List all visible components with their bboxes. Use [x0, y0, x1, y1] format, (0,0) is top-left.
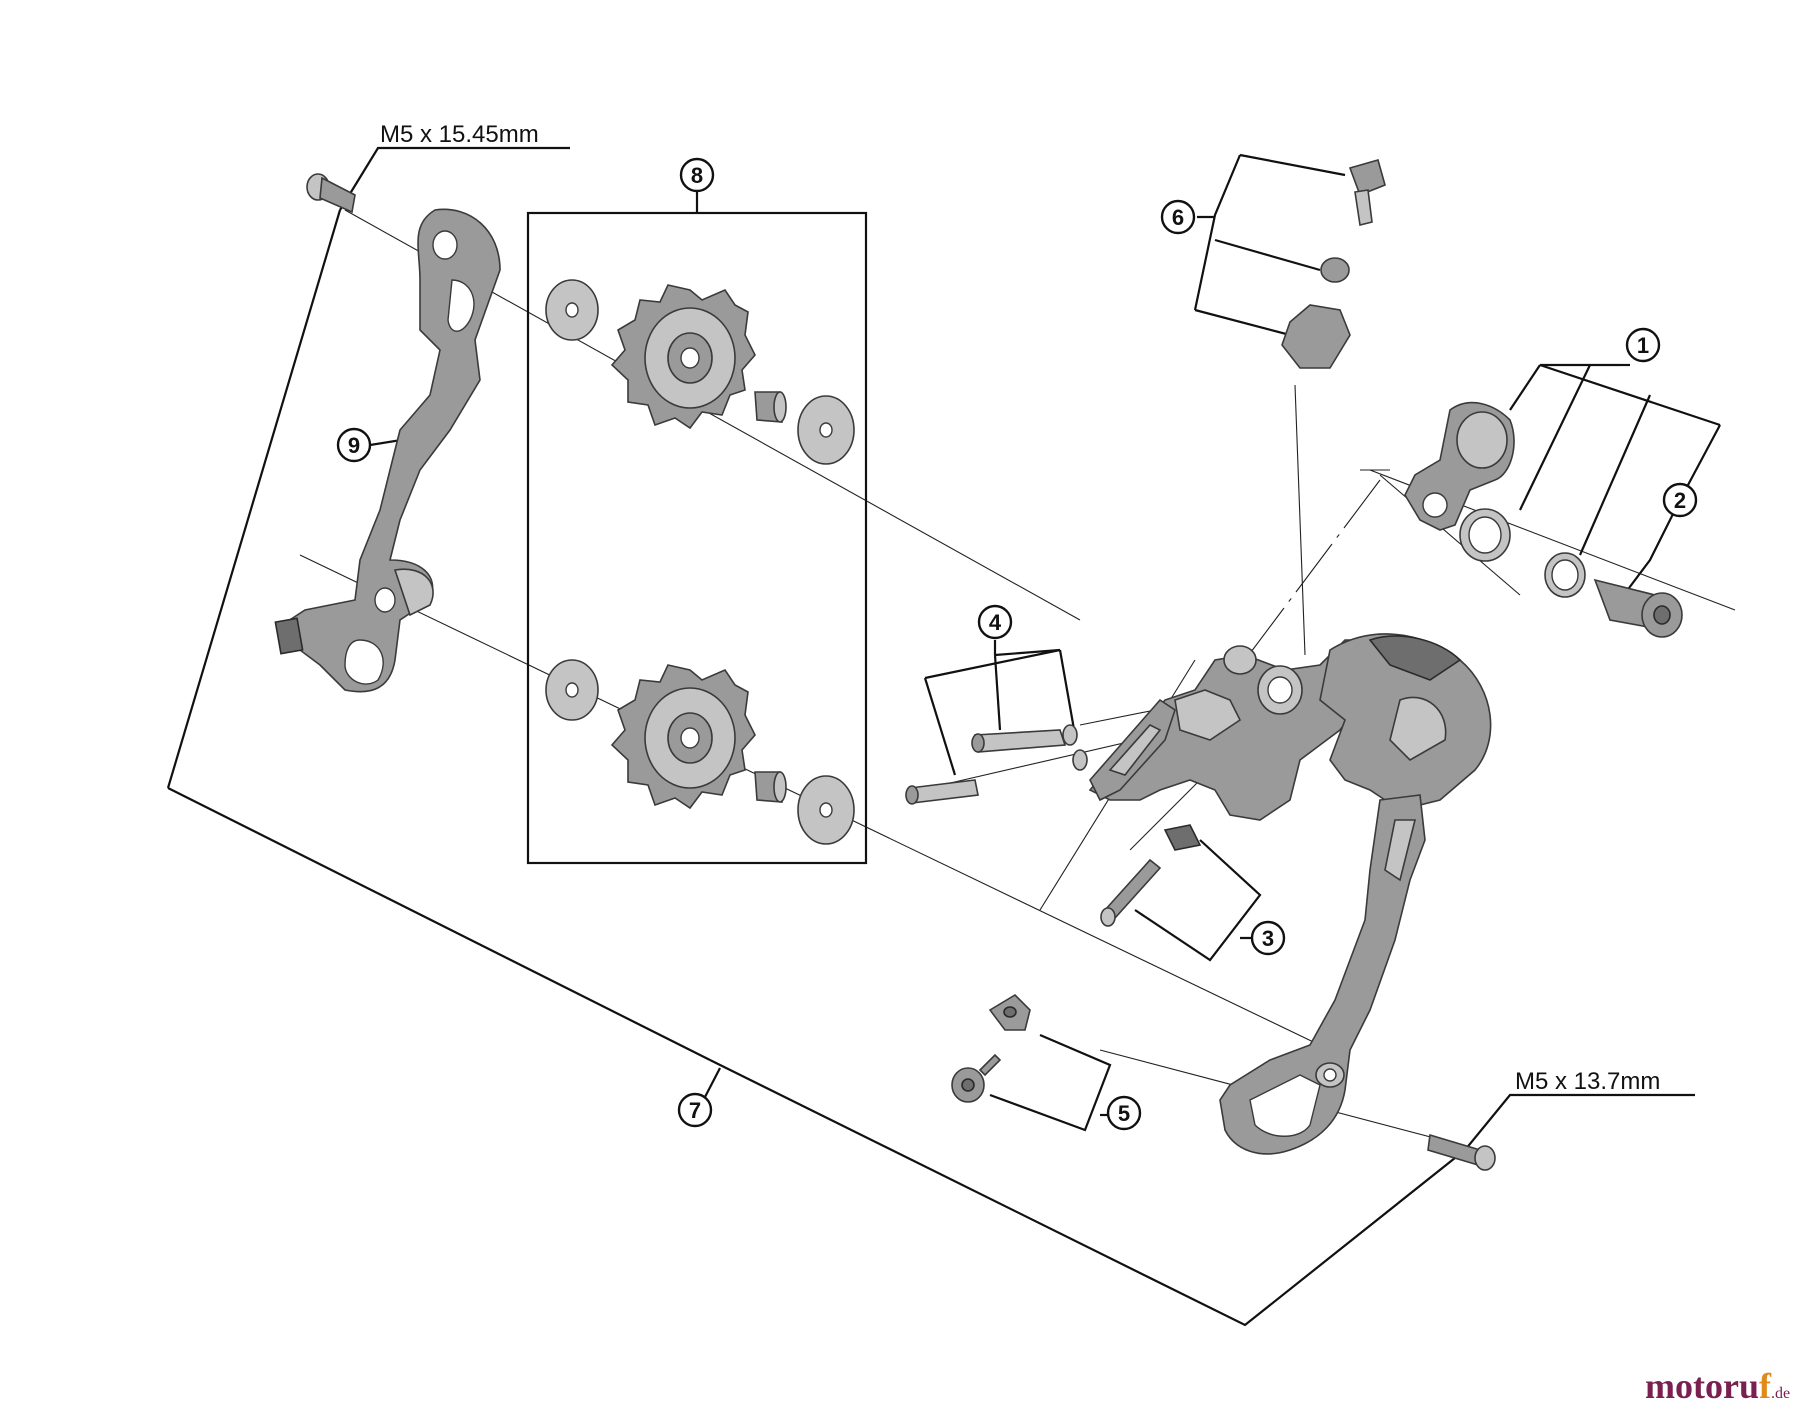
b-tension-screw — [1100, 824, 1202, 927]
callout-6-number: 6 — [1172, 205, 1184, 230]
callout-7-number: 7 — [689, 1098, 701, 1123]
callout-2-number: 2 — [1674, 488, 1686, 513]
leader-lines — [166, 146, 1721, 1327]
svg-text:motoruf.de: motoruf.de — [1645, 1366, 1790, 1406]
callout-2: 2 — [1662, 482, 1698, 518]
inner-cage-plate — [274, 208, 501, 693]
callout-5-number: 5 — [1118, 1101, 1130, 1126]
callout-9: 9 — [336, 427, 372, 463]
top-bolt-size-label: M5 x 15.45mm — [380, 121, 539, 148]
bottom-bolt-size-label: M5 x 13.7mm — [1515, 1068, 1660, 1095]
watermark-part2: f — [1759, 1366, 1772, 1406]
callout-8: 8 — [679, 157, 715, 193]
callout-3-number: 3 — [1262, 926, 1274, 951]
pulley-set — [545, 279, 855, 845]
watermark-logo: motoruf.de — [1645, 1366, 1790, 1406]
callout-1: 1 — [1625, 327, 1661, 363]
mounting-bolt — [1593, 578, 1683, 638]
callout-5: 5 — [1106, 1095, 1142, 1131]
bottom-pivot-bolt — [1427, 1133, 1496, 1171]
derailleur-body — [1088, 633, 1492, 1155]
callout-7: 7 — [677, 1067, 721, 1128]
cable-adjuster — [1281, 159, 1386, 369]
cable-guide-bracket — [1089, 698, 1176, 802]
pin-set — [905, 724, 1088, 805]
top-pivot-bolt — [306, 173, 356, 214]
callout-4: 4 — [977, 604, 1013, 640]
callout-8-number: 8 — [691, 163, 703, 188]
callout-9-number: 9 — [348, 433, 360, 458]
callout-1-number: 1 — [1637, 333, 1649, 358]
callout-6: 6 — [1160, 199, 1196, 235]
callout-3: 3 — [1250, 920, 1286, 956]
cable-fixing-bolt — [951, 993, 1031, 1103]
bracket-axle-link — [1404, 401, 1586, 598]
watermark-suffix: .de — [1771, 1385, 1790, 1402]
watermark-part1: motoru — [1645, 1366, 1759, 1406]
callout-4-number: 4 — [989, 610, 1002, 635]
